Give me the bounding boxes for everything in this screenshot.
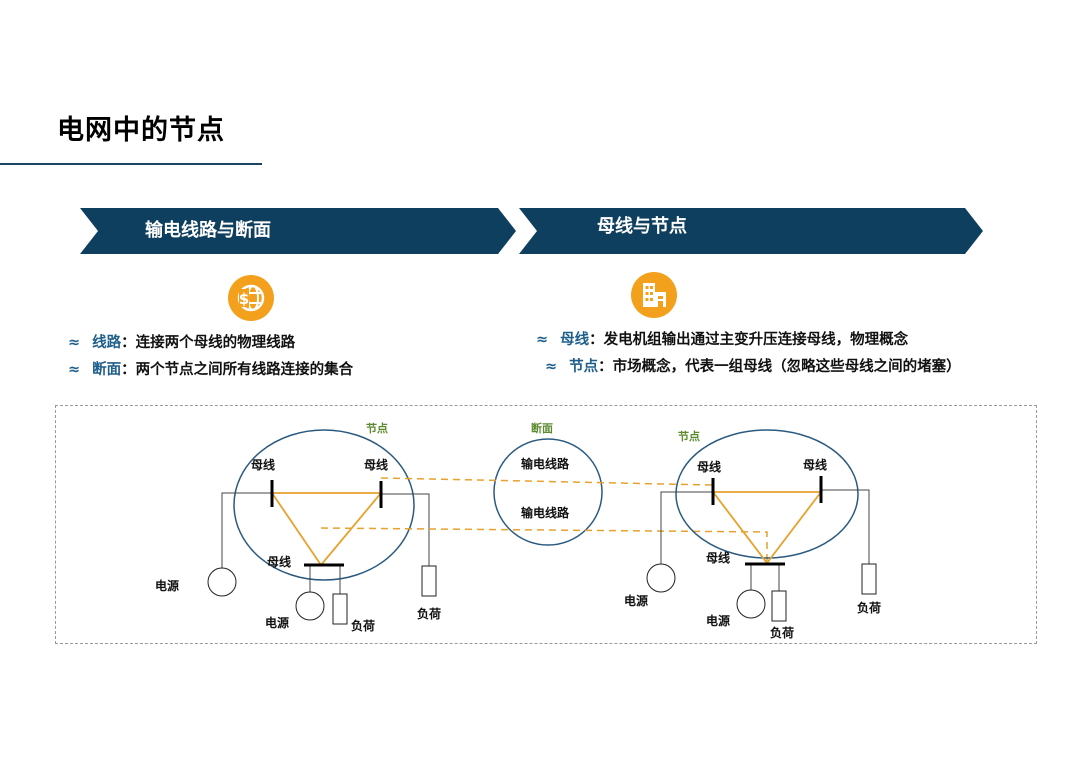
globe-dollar-icon: $ [228, 275, 274, 321]
bus-label: 母线 [251, 457, 275, 472]
banner-arrow-shape [519, 208, 983, 254]
transmission-line-dashed [320, 527, 768, 563]
bullet-text: 发电机组输出通过主变升压连接母线，物理概念 [603, 332, 909, 348]
svg-text:$: $ [239, 290, 249, 308]
bullet-separator: ： [121, 335, 136, 351]
bus-label: 母线 [267, 554, 291, 569]
node-boundary-circle [233, 429, 415, 581]
source-label: 电源 [265, 615, 289, 630]
bus-label: 母线 [803, 457, 827, 472]
generator-icon [736, 589, 766, 619]
load-label: 负荷 [417, 606, 441, 621]
bullet-term: 母线 [560, 332, 590, 348]
banner-label-left: 输电线路与断面 [145, 220, 271, 241]
load-icon [332, 593, 348, 625]
source-wire [660, 491, 713, 564]
page-title: 电网中的节点 [57, 115, 225, 146]
bullet-separator: ： [121, 362, 136, 378]
bus-label: 母线 [364, 457, 388, 472]
bullet-term: 线路 [92, 335, 122, 351]
left-node-group: 节点 母线 母线 母线 电源 电源 负荷 负荷 [155, 421, 441, 633]
bullet-text: 连接两个母线的物理线路 [135, 335, 296, 351]
bullet-text: 市场概念，代表一组母线（忽略这些母线之间的堵塞） [612, 359, 961, 375]
generator-icon [646, 563, 676, 593]
section-label: 断面 [531, 421, 553, 435]
section-group: 断面 输电线路 输电线路 [320, 421, 768, 563]
banner-bus-and-node: 母线与节点 [519, 208, 983, 254]
node-label: 节点 [678, 429, 700, 443]
transmission-triangle [711, 491, 823, 565]
grid-node-diagram-frame [55, 405, 1037, 644]
load-label: 负荷 [770, 625, 794, 640]
load-icon [771, 590, 787, 622]
source-label: 电源 [155, 578, 179, 593]
node-label: 节点 [366, 421, 388, 435]
bullet-term: 断面 [92, 362, 122, 378]
source-label: 电源 [624, 593, 648, 608]
bullet-node-definition: ≈ 节点：市场概念，代表一组母线（忽略这些母线之间的堵塞） [545, 355, 961, 376]
load-icon [421, 565, 437, 597]
title-underline [0, 163, 262, 165]
bullet-section-definition: ≈ 断面：两个节点之间所有线路连接的集合 [68, 358, 353, 379]
bus-label: 母线 [697, 459, 721, 474]
bullet-mark: ≈ [545, 359, 558, 375]
bullet-term: 节点 [569, 359, 599, 375]
bullet-line-definition: ≈ 线路：连接两个母线的物理线路 [68, 331, 295, 352]
load-label: 负荷 [857, 600, 881, 615]
bullet-mark: ≈ [68, 362, 81, 378]
transmission-line-dashed [380, 477, 714, 486]
source-wire [221, 492, 272, 568]
banner-transmission-lines: 输电线路与断面 [80, 208, 516, 254]
bullet-separator: ： [589, 332, 604, 348]
generator-icon [207, 567, 237, 597]
right-node-group: 节点 母线 母线 母线 电源 电源 负荷 负荷 [624, 429, 881, 640]
transmission-line-label: 输电线路 [521, 456, 570, 471]
bullet-bus-definition: ≈ 母线：发电机组输出通过主变升压连接母线，物理概念 [536, 328, 908, 349]
transmission-line-label: 输电线路 [521, 505, 570, 520]
source-label: 电源 [706, 613, 730, 628]
load-wire [381, 493, 430, 566]
banner-arrow-shape [80, 208, 516, 254]
node-boundary-circle [675, 429, 859, 559]
banner-label-right: 母线与节点 [597, 216, 687, 237]
bus-label: 母线 [706, 550, 730, 565]
bullet-text: 两个节点之间所有线路连接的集合 [135, 362, 354, 378]
section-boundary-circle [493, 438, 603, 546]
load-label: 负荷 [351, 618, 375, 633]
bullet-mark: ≈ [68, 335, 81, 351]
generator-icon [295, 591, 325, 621]
load-icon [861, 563, 877, 595]
bullet-separator: ： [598, 359, 613, 375]
bullet-mark: ≈ [536, 332, 549, 348]
building-icon [631, 272, 677, 318]
load-wire [821, 489, 870, 564]
